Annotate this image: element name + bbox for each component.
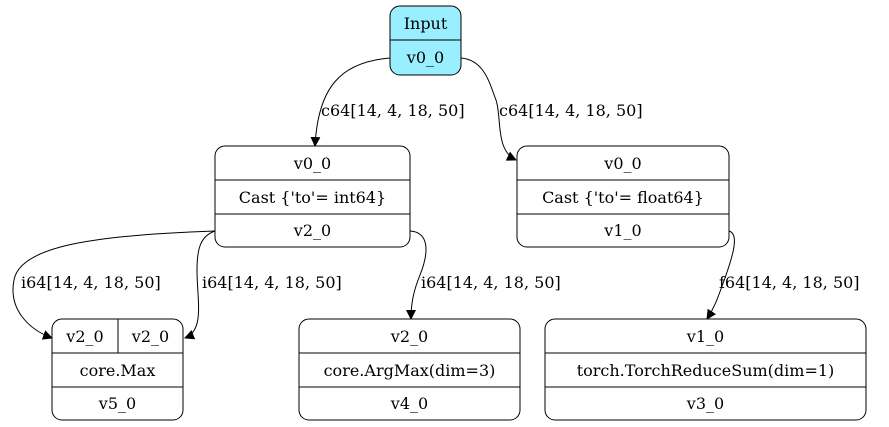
node-core-argmax-input: v2_0: [390, 327, 428, 346]
edge-cast-int-to-max-a: [12, 230, 216, 340]
edge-cast-int-to-argmax: [406, 230, 427, 320]
node-core-argmax-output: v4_0: [390, 394, 428, 413]
edge-input-to-cast-float: [460, 57, 517, 161]
node-core-argmax[interactable]: v2_0 core.ArgMax(dim=3) v4_0: [298, 318, 521, 421]
node-core-max-op: core.Max: [80, 361, 156, 380]
node-core-argmax-op: core.ArgMax(dim=3): [324, 361, 496, 380]
node-cast-float64-op: Cast {'to'= float64}: [542, 188, 704, 207]
node-torch-reducesum-output: v3_0: [686, 394, 724, 413]
node-torch-reducesum-input: v1_0: [686, 327, 724, 346]
edge-input-to-cast-int: [310, 57, 391, 147]
edge-label-cast-float-to-reducesum: f64[14, 4, 18, 50]: [719, 273, 860, 292]
node-cast-int64[interactable]: v0_0 Cast {'to'= int64} v2_0: [214, 145, 411, 248]
node-cast-float64[interactable]: v0_0 Cast {'to'= float64} v1_0: [516, 145, 730, 248]
edge-label-cast-int-to-argmax: i64[14, 4, 18, 50]: [421, 273, 561, 292]
node-cast-int64-input: v0_0: [293, 154, 331, 173]
node-cast-float64-output: v1_0: [603, 221, 641, 240]
node-cast-float64-input: v0_0: [603, 154, 641, 173]
edge-label-input-to-cast-int: c64[14, 4, 18, 50]: [321, 101, 465, 120]
node-input[interactable]: Input v0_0: [389, 5, 462, 76]
node-core-max-input-a: v2_0: [65, 327, 103, 346]
node-core-max-input-b: v2_0: [131, 327, 169, 346]
edge-label-cast-int-to-max-a: i64[14, 4, 18, 50]: [21, 273, 161, 292]
node-core-max-output: v5_0: [98, 394, 136, 413]
node-torch-reducesum[interactable]: v1_0 torch.TorchReduceSum(dim=1) v3_0: [544, 318, 867, 421]
edge-cast-int-to-max-b: [184, 230, 216, 340]
edge-label-input-to-cast-float: c64[14, 4, 18, 50]: [499, 101, 643, 120]
edge-label-cast-int-to-max-b: i64[14, 4, 18, 50]: [202, 273, 342, 292]
node-cast-int64-output: v2_0: [293, 221, 331, 240]
node-torch-reducesum-op: torch.TorchReduceSum(dim=1): [577, 361, 835, 380]
node-cast-int64-op: Cast {'to'= int64}: [239, 188, 386, 207]
edge-cast-float-to-reducesum: [706, 230, 735, 320]
node-core-max[interactable]: v2_0 v2_0 core.Max v5_0: [51, 318, 184, 421]
node-input-title: Input: [404, 14, 448, 33]
node-input-output: v0_0: [406, 48, 444, 67]
